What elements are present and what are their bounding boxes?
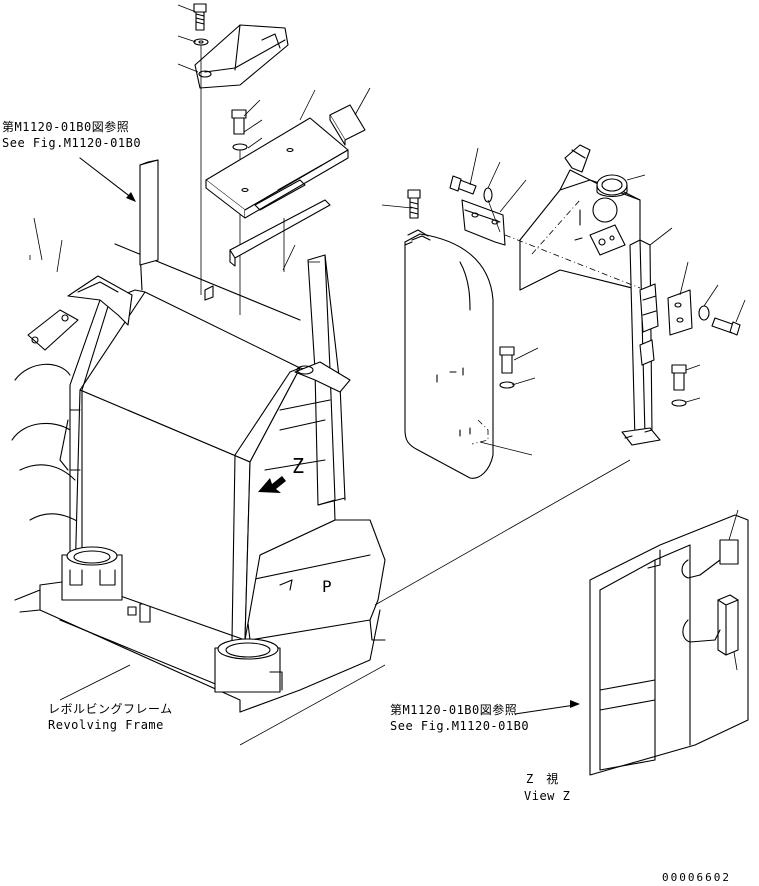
ref-label-top-en: See Fig.M1120-01B0: [2, 136, 142, 150]
z-arrow-label: Z: [292, 454, 305, 478]
view-z-label-en: View Z: [524, 789, 571, 803]
right-assembly: [404, 144, 741, 479]
main-guard-frame: [27, 159, 351, 693]
p-mark-label: P: [322, 577, 333, 596]
ref-label-top-jp: 第M1120-01B0図参照: [2, 120, 130, 134]
drawing-number: 00006602: [662, 871, 731, 884]
ref-label-bottom-en: See Fig.M1120-01B0: [390, 719, 530, 733]
revolving-frame-label-en: Revolving Frame: [48, 718, 164, 732]
leader-lines: [29, 4, 746, 746]
ref-label-bottom-jp: 第M1120-01B0図参照: [390, 703, 518, 717]
z-arrow: [258, 476, 286, 493]
top-parts: [193, 3, 366, 315]
view-z-detail: [589, 514, 749, 776]
view-z-label-jp: Z 視: [526, 772, 559, 786]
revolving-frame-label-jp: レボルビングフレーム: [48, 702, 173, 716]
